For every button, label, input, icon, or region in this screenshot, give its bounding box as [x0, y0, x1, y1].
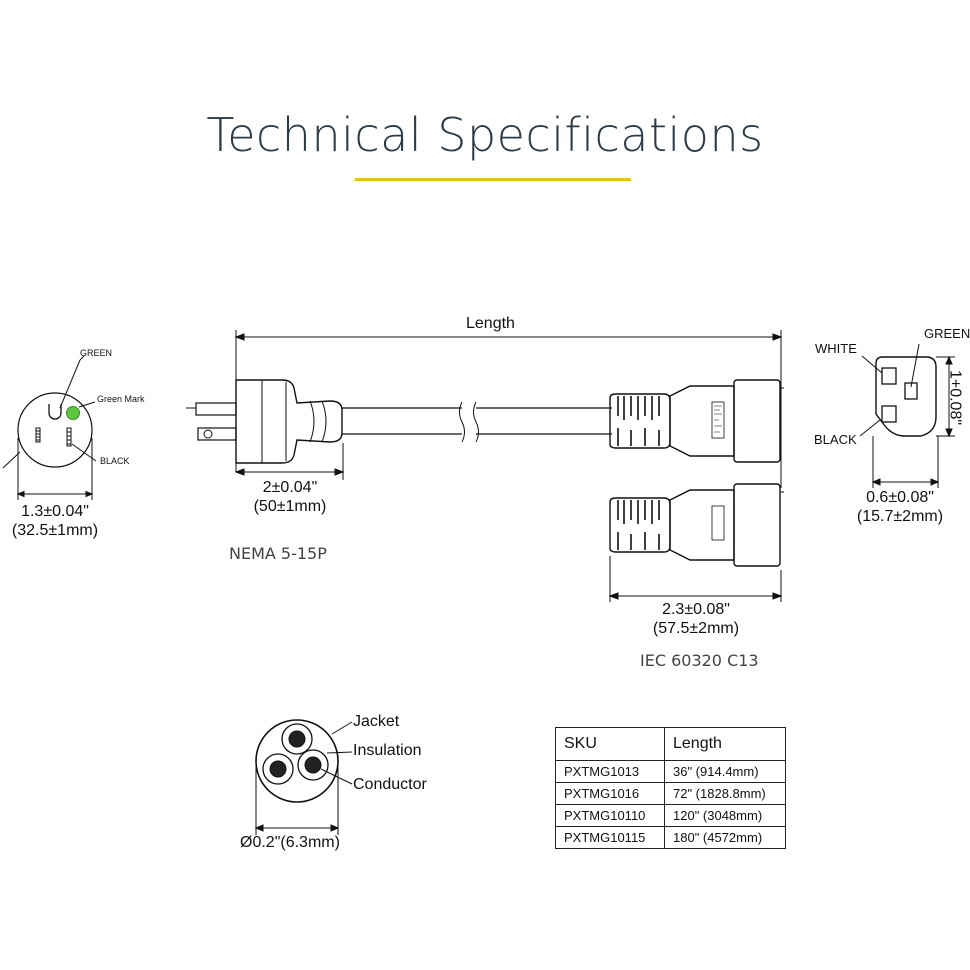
c13-black-label: BLACK — [814, 432, 857, 447]
insulation-label: Insulation — [353, 742, 422, 759]
jacket-label: Jacket — [353, 713, 400, 730]
table-header-row: SKU Length — [555, 727, 786, 761]
connector-length-inch: 2.3±0.08" — [662, 601, 730, 618]
length-cell: 72" (1828.8mm) — [664, 782, 786, 805]
sku-cell: PXTMG1013 — [555, 760, 665, 783]
table-row: PXTMG10110 120" (3048mm) — [555, 804, 786, 827]
nema-black-label: BLACK — [100, 456, 130, 466]
title-underline — [355, 178, 631, 181]
c13-green-label: GREEN — [924, 326, 970, 341]
plug-length-dimension: 2±0.04" (50±1mm) — [240, 478, 340, 516]
connector-length-dimension: 2.3±0.08" (57.5±2mm) — [646, 600, 746, 638]
header-length: Length — [664, 727, 786, 761]
c13-width-inch: 0.6±0.08" — [866, 489, 934, 506]
table-row: PXTMG1016 72" (1828.8mm) — [555, 782, 786, 805]
nema-diameter-dimension: 1.3±0.04" (32.5±1mm) — [0, 502, 110, 540]
nema-plug-face-drawing — [2, 355, 97, 500]
nema-green-label: GREEN — [80, 348, 113, 358]
table-row: PXTMG1013 36" (914.4mm) — [555, 760, 786, 783]
nema-plug-type-caption: NEMA 5-15P — [229, 544, 327, 563]
sku-cell: PXTMG10110 — [555, 804, 665, 827]
plug-length-inch: 2±0.04" — [262, 479, 318, 496]
header-sku: SKU — [555, 727, 665, 761]
length-cell: 180" (4572mm) — [664, 826, 786, 849]
sku-cell: PXTMG10115 — [555, 826, 665, 849]
nema-diameter-inch: 1.3±0.04" — [21, 503, 89, 520]
c13-white-label: WHITE — [815, 341, 857, 356]
table-row: PXTMG10115 180" (4572mm) — [555, 826, 786, 849]
nema-green-mark-label: Green Mark — [97, 394, 145, 404]
plug-length-mm: (50±1mm) — [253, 498, 327, 515]
cable-cross-section-drawing — [254, 719, 353, 835]
length-cell: 36" (914.4mm) — [664, 760, 786, 783]
green-mark-dot — [66, 406, 80, 420]
connector-length-mm: (57.5±2mm) — [652, 620, 740, 637]
sku-length-table: SKU Length PXTMG1013 36" (914.4mm) PXTMG… — [555, 727, 786, 849]
sku-cell: PXTMG1016 — [555, 782, 665, 805]
length-label: Length — [466, 315, 515, 332]
c13-width-dimension: 0.6±0.08" (15.7±2mm) — [845, 488, 955, 526]
iec-connector-type-caption: IEC 60320 C13 — [640, 651, 759, 670]
conductor-label: Conductor — [353, 776, 427, 793]
cable-diameter-dimension: Ø0.2"(6.3mm) — [240, 834, 340, 851]
c13-width-mm: (15.7±2mm) — [856, 508, 944, 525]
nema-diameter-mm: (32.5±1mm) — [11, 522, 99, 539]
c13-face-drawing — [859, 343, 955, 488]
length-cell: 120" (3048mm) — [664, 804, 786, 827]
cord-side-view-drawing — [186, 330, 784, 602]
c13-height-dimension: 1+0.08" — [946, 369, 964, 426]
page-title: Technical Specifications — [206, 108, 764, 162]
